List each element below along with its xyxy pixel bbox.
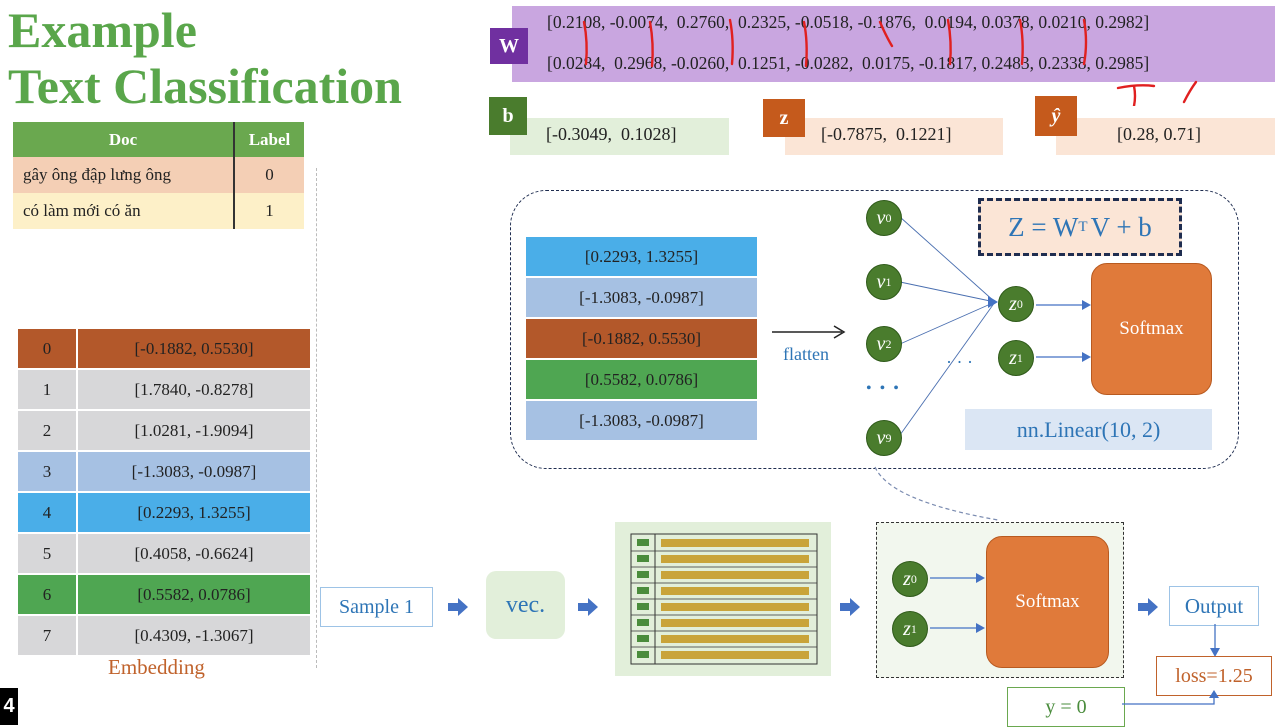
truth-to-loss-arrow (1122, 690, 1219, 705)
embedding-caption: Embedding (108, 655, 205, 679)
embedding-vector: [1.7840, -0.8278] (78, 370, 310, 409)
flatten-arrow (772, 325, 846, 339)
sentence-vectors: [0.2293, 1.3255] [-1.3083, -0.0987] [-0.… (526, 235, 757, 442)
embedding-index: 1 (18, 370, 78, 409)
table-row: 1[1.7840, -0.8278] (18, 370, 310, 409)
w-row-1: [0.2108, -0.0074, 0.2760, 0.2325, -0.051… (547, 12, 1150, 32)
slide-title: Example Text Classification (8, 2, 402, 114)
embedding-vector: [0.4309, -1.3067] (78, 616, 310, 655)
z-value: [-0.7875, 0.1221] (821, 124, 952, 144)
embedding-index: 3 (18, 452, 78, 491)
ground-truth-box: y = 0 (1007, 687, 1125, 727)
handwritten-annotations (582, 18, 1198, 106)
pipeline-arrow (448, 598, 468, 616)
nn-linear-label: nn.Linear(10, 2) (965, 409, 1212, 450)
yhat-value: [0.28, 0.71] (1117, 124, 1201, 144)
table-row: 3[-1.3083, -0.0987] (18, 452, 310, 491)
yhat-label: ŷ (1035, 96, 1077, 136)
doc-table-header: Doc Label (13, 122, 304, 157)
z-box (785, 118, 1003, 155)
vector-row: [-1.3083, -0.0987] (526, 401, 757, 440)
pipeline-arrow (1138, 598, 1158, 616)
embedding-matrix-icon (615, 522, 831, 676)
divider (316, 168, 317, 668)
b-value: [-0.3049, 0.1028] (546, 124, 677, 144)
matrix-rows-icon (630, 533, 818, 665)
vec-box: vec. (486, 571, 565, 639)
embedding-table: 0[-0.1882, 0.5530] 1[1.7840, -0.8278] 2[… (18, 327, 310, 657)
embedding-index: 0 (18, 329, 78, 368)
z-to-softmax-arrows (930, 573, 985, 633)
doc-label-table: Doc Label gây ông đập lưng ông 0 có làm … (13, 122, 304, 229)
softmax-block-detail: Softmax (1091, 263, 1212, 395)
sample-box: Sample 1 (320, 587, 433, 627)
output-box: Output (1169, 586, 1259, 626)
embedding-index: 4 (18, 493, 78, 532)
page-number: 4 (0, 688, 18, 725)
table-row: 7[0.4309, -1.3067] (18, 616, 310, 655)
z-label: z (763, 99, 805, 137)
detail-connector (874, 466, 999, 521)
vector-row: [-1.3083, -0.0987] (526, 278, 757, 317)
table-row: gây ông đập lưng ông 0 (13, 157, 304, 193)
w-row-2: [0.0284, 0.2968, -0.0260, 0.1251, -0.028… (547, 53, 1150, 73)
z-to-softmax-arrows (1036, 300, 1091, 362)
table-row: 6[0.5582, 0.0786] (18, 575, 310, 614)
embedding-vector: [-0.1882, 0.5530] (78, 329, 310, 368)
label-cell: 0 (233, 157, 304, 193)
doc-cell: có làm mới có ăn (13, 193, 234, 229)
embedding-vector: [0.4058, -0.6624] (78, 534, 310, 573)
flatten-label: flatten (783, 344, 829, 364)
embedding-index: 2 (18, 411, 78, 450)
embedding-index: 6 (18, 575, 78, 614)
title-line-1: Example (8, 2, 197, 58)
doc-cell: gây ông đập lưng ông (13, 157, 234, 193)
neuron-connections (899, 216, 998, 436)
table-row: 5[0.4058, -0.6624] (18, 534, 310, 573)
pipeline-arrow (578, 598, 598, 616)
output-to-loss-arrow (1210, 624, 1220, 657)
table-row: 4[0.2293, 1.3255] (18, 493, 310, 532)
linear-detail-panel (510, 190, 1239, 469)
table-row: 2[1.0281, -1.9094] (18, 411, 310, 450)
bias-box (510, 118, 729, 155)
embedding-vector: [0.2293, 1.3255] (78, 493, 310, 532)
embedding-vector: [-1.3083, -0.0987] (78, 452, 310, 491)
b-label: b (489, 97, 527, 135)
vector-row: [0.2293, 1.3255] (526, 237, 757, 276)
embedding-index: 5 (18, 534, 78, 573)
title-line-2: Text Classification (8, 58, 402, 114)
label-cell: 1 (233, 193, 304, 229)
embedding-index: 7 (18, 616, 78, 655)
softmax-block: Softmax (986, 536, 1109, 668)
embedding-vector: [0.5582, 0.0786] (78, 575, 310, 614)
table-row: có làm mới có ăn 1 (13, 193, 304, 229)
vector-row: [-0.1882, 0.5530] (526, 319, 757, 358)
weight-matrix-box (512, 6, 1275, 82)
table-row: 0[-0.1882, 0.5530] (18, 329, 310, 368)
pipeline-arrow (840, 598, 860, 616)
doc-header: Doc (13, 122, 234, 157)
vector-row: [0.5582, 0.0786] (526, 360, 757, 399)
label-header: Label (233, 122, 304, 157)
yhat-box (1056, 118, 1275, 155)
horizontal-ellipsis: · · · (946, 352, 973, 372)
w-label: W (490, 28, 528, 64)
embedding-vector: [1.0281, -1.9094] (78, 411, 310, 450)
vertical-ellipsis: • • • (866, 380, 901, 397)
